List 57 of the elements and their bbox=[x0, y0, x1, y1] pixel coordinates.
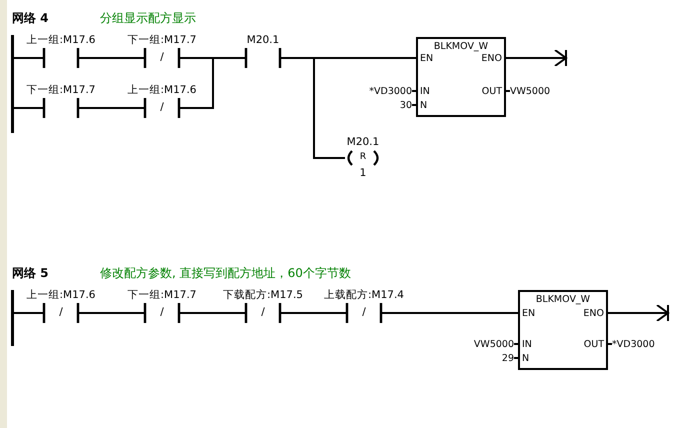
pin-value: VW5000 bbox=[474, 338, 514, 351]
wire bbox=[77, 107, 145, 109]
pin-label: N bbox=[522, 352, 530, 365]
pin-value: *VD3000 bbox=[612, 338, 655, 351]
coil-label: M20.1 bbox=[346, 136, 380, 149]
wire bbox=[178, 312, 246, 314]
pin-label: IN bbox=[420, 85, 430, 98]
wire bbox=[13, 57, 44, 59]
network-heading: 网络 4 bbox=[12, 11, 49, 26]
pin-label: EN bbox=[420, 52, 434, 65]
pin-label: EN bbox=[522, 307, 536, 320]
wire bbox=[77, 57, 145, 59]
contact-label: M20.1 bbox=[246, 34, 280, 47]
wire bbox=[380, 312, 518, 314]
wire bbox=[77, 312, 145, 314]
contact-slash: / bbox=[159, 51, 165, 64]
contact-slash: / bbox=[159, 306, 165, 319]
contact-slash: / bbox=[260, 306, 266, 319]
output-wire bbox=[506, 49, 567, 67]
output-wire bbox=[608, 304, 669, 322]
function-block bbox=[416, 37, 506, 117]
pin-label: ENO bbox=[583, 307, 604, 320]
wire bbox=[280, 57, 345, 159]
pin-value: 29 bbox=[502, 352, 514, 365]
contact-slash: / bbox=[159, 101, 165, 114]
network-heading: 网络 5 bbox=[12, 266, 49, 281]
power-rail bbox=[11, 290, 14, 346]
contact-label: 上一组:M17.6 bbox=[126, 84, 198, 97]
contact-label: 下一组:M17.7 bbox=[26, 84, 96, 97]
function-block bbox=[518, 290, 608, 370]
block-title: BLKMOV_W bbox=[432, 40, 490, 53]
contact-label: 下一组:M17.7 bbox=[126, 289, 198, 302]
network-comment: 修改配方参数, 直接写到配方地址，60个字节数 bbox=[100, 266, 351, 281]
pin-label: ENO bbox=[481, 52, 502, 65]
network-comment: 分组显示配方显示 bbox=[100, 11, 196, 26]
power-rail bbox=[11, 35, 14, 133]
coil-count: 1 bbox=[358, 167, 368, 180]
wire bbox=[13, 107, 44, 109]
pin-value: 30 bbox=[400, 99, 412, 112]
pin-label: OUT bbox=[482, 85, 502, 98]
contact-label: 上载配方:M17.4 bbox=[323, 289, 405, 302]
pin-label: N bbox=[420, 99, 428, 112]
contact-slash: / bbox=[361, 306, 367, 319]
wire bbox=[13, 312, 44, 314]
pin-value: *VD3000 bbox=[369, 85, 412, 98]
contact-label: 上一组:M17.6 bbox=[26, 34, 96, 47]
pin-label: OUT bbox=[584, 338, 604, 351]
wire bbox=[279, 312, 347, 314]
coil-type: R bbox=[358, 151, 368, 164]
pin-value: VW5000 bbox=[510, 85, 550, 98]
contact-label: 下载配方:M17.5 bbox=[222, 289, 304, 302]
contact-label: 下一组:M17.7 bbox=[126, 34, 198, 47]
contact-label: 上一组:M17.6 bbox=[26, 289, 96, 302]
wire bbox=[179, 57, 246, 109]
contact-slash: / bbox=[58, 306, 64, 319]
block-title: BLKMOV_W bbox=[534, 293, 592, 306]
pin-label: IN bbox=[522, 338, 532, 351]
